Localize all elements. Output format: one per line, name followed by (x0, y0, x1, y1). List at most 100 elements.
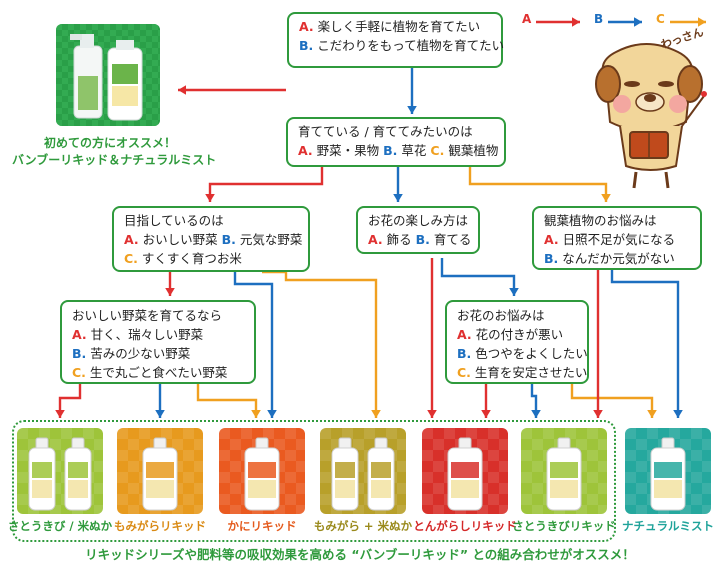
q2-key-a: A. (298, 143, 313, 158)
product-label: ナチュラルミスト (622, 519, 714, 533)
arrow-ftrouble-a-head (481, 410, 491, 418)
q-tasty-key-b: B. (72, 346, 87, 361)
arrow-veg-a-head (165, 288, 175, 296)
q2-key-c: C. (430, 143, 445, 158)
arrow-flower-a-head (427, 410, 437, 418)
q-tasty-key-a: A. (72, 327, 87, 342)
arrow-q2-c (468, 167, 608, 202)
product-tile (422, 428, 508, 514)
q1-option-a: 楽しく手軽に植物を育てたい (317, 19, 481, 34)
product-label: もみがらリキッド (114, 519, 206, 533)
q-tasty-option-b: 苦みの少ない野菜 (90, 346, 191, 361)
arrow-tasty-a-head (55, 410, 65, 418)
question-plant-type: 育てている / 育ててみたいのは A. 野菜・果物 B. 草花 C. 観葉植物 (286, 117, 506, 167)
legend-key-c: C (656, 12, 665, 26)
legend-key-b: B (594, 12, 604, 26)
arrow-tasty-c-head (251, 410, 261, 418)
intro-product-image (56, 24, 160, 126)
arrow-veg-b-head (267, 410, 277, 418)
arrow-flower-b (440, 258, 516, 296)
product-tile (219, 428, 305, 514)
product-bottle-image (117, 428, 203, 514)
q1-option-b: こだわりをもって植物を育てたい (317, 38, 505, 53)
q-foliage-option-b: なんだか元気がない (562, 251, 675, 266)
q-ftrouble-key-a: A. (457, 327, 472, 342)
q-ftrouble-key-c: C. (457, 365, 471, 380)
q-ftrouble-option-a: 花の付きが悪い (475, 327, 564, 342)
question-purpose: A. 楽しく手軽に植物を育てたい B. こだわりをもって植物を育てたい (287, 12, 505, 68)
q1-key-b: B. (299, 38, 314, 53)
q-veg-option-a: おいしい野菜 (142, 232, 218, 247)
q-veg-title: 目指しているのは (124, 213, 224, 228)
arrow-q1-a-head (178, 85, 186, 95)
q-veg-option-b: 元気な野菜 (239, 232, 303, 247)
product-bottle-image (422, 428, 508, 514)
q2-title: 育てている / 育ててみたいのは (298, 124, 473, 139)
question-foliage-trouble: 観葉植物のお悩みは A. 日照不足が気になる B. なんだか元気がない (532, 206, 702, 270)
q-flower-title: お花の楽しみ方は (368, 213, 469, 228)
product-tile (320, 428, 406, 514)
arrow-foliage-b-head (673, 410, 683, 418)
product-label: さとうきび / 米ぬか (7, 519, 113, 533)
product-bottle-image (521, 428, 607, 514)
arrow-flower-b-head (509, 288, 519, 296)
q-tasty-option-a: 甘く、瑞々しい野菜 (90, 327, 204, 342)
q-ftrouble-option-c: 生育を安定させたい (474, 365, 588, 380)
question-flower-enjoyment: お花の楽しみ方は A. 飾る B. 育てる (356, 206, 480, 254)
arrow-veg-b (233, 272, 274, 418)
arrow-q2-b-head (393, 194, 403, 202)
q-foliage-option-a: 日照不足が気になる (562, 232, 676, 247)
q-tasty-title: おいしい野菜を育てるなら (72, 308, 223, 323)
q-foliage-title: 観葉植物のお悩みは (544, 213, 657, 228)
product-label: もみがら + 米ぬか (313, 519, 413, 533)
arrow-foliage-a-head (593, 410, 603, 418)
arrow-tasty-c (196, 384, 258, 418)
product-tile (117, 428, 203, 514)
arrow-foliage-b (610, 270, 680, 418)
q1-key-a: A. (299, 19, 314, 34)
q-ftrouble-title: お花のお悩みは (457, 308, 545, 323)
arrow-ftrouble-c-head (647, 410, 657, 418)
arrow-ftrouble-c (570, 384, 654, 418)
q-flower-key-a: A. (368, 232, 383, 247)
intro-product-caption-1: 初めての方にオススメ！ (43, 136, 176, 150)
product-tile (521, 428, 607, 514)
intro-product-tile (56, 24, 160, 126)
legend-arrow-c-head (698, 17, 706, 27)
liquid-series-frame (12, 420, 616, 542)
q-veg-option-c: すくすく育つお米 (141, 251, 242, 266)
arrow-veg-c (262, 270, 378, 418)
q2-option-c: 観葉植物 (448, 143, 499, 158)
legend-key-a: A (522, 12, 532, 26)
q-veg-key-b: B. (221, 232, 236, 247)
q-ftrouble-option-b: 色つやをよくしたい (475, 346, 588, 361)
q-flower-key-b: B. (415, 232, 430, 247)
product-tile (625, 428, 711, 514)
arrow-tasty-b-head (155, 410, 165, 418)
q-foliage-key-a: A. (544, 232, 559, 247)
product-label: かにリキッド (227, 519, 297, 533)
product-tile (17, 428, 103, 514)
q-tasty-option-c: 生で丸ごと食べたい野菜 (89, 365, 228, 380)
q2-option-a: 野菜・果物 (316, 143, 380, 158)
q-flower-option-a: 飾る (386, 232, 412, 247)
arrow-q1-b-head (407, 106, 417, 114)
arrow-q2-c-head (601, 194, 611, 202)
legend-arrow-b-head (634, 17, 642, 27)
intro-product-caption-2: バンブーリキッド＆ナチュラルミスト (12, 153, 217, 167)
product-label: とんがらしリキッド (413, 519, 517, 533)
arrow-tasty-a (58, 384, 82, 418)
arrow-ftrouble-b-head (531, 410, 541, 418)
dog-mascot-illustration (595, 43, 707, 189)
arrow-q2-a-head (205, 194, 215, 202)
bottom-recommendation: リキッドシリーズや肥料等の吸収効果を高める “バンブーリキッド” との組み合わせ… (85, 547, 635, 562)
product-bottle-image (320, 428, 406, 514)
product-bottle-image (17, 428, 103, 514)
question-vegetable-goal: 目指しているのは A. おいしい野菜 B. 元気な野菜 C. すくすく育つお米 (112, 206, 310, 272)
q-foliage-key-b: B. (544, 251, 559, 266)
q2-key-b: B. (383, 143, 398, 158)
product-bottle-image (219, 428, 305, 514)
q-ftrouble-key-b: B. (457, 346, 472, 361)
